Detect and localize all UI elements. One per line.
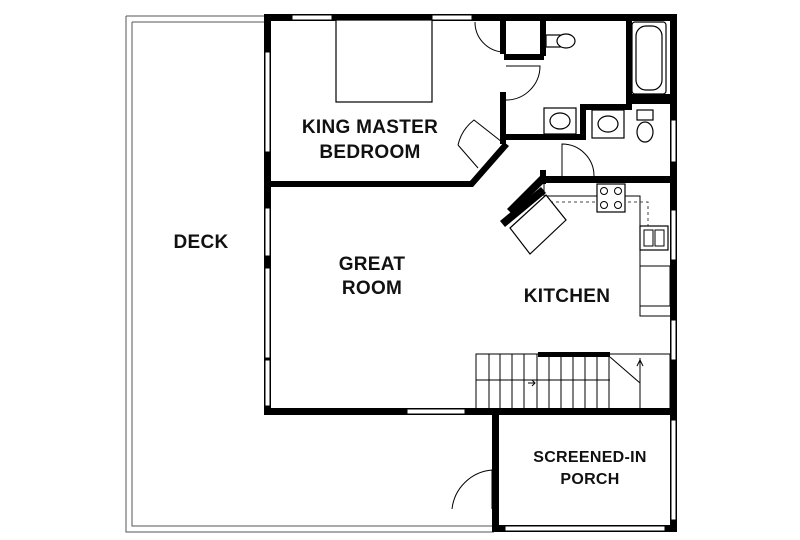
master-bedroom-label-line1: KING MASTER xyxy=(302,117,438,138)
master-bedroom-label-line2: BEDROOM xyxy=(319,142,420,163)
bedroom-door xyxy=(457,119,503,169)
deck-area xyxy=(125,15,494,533)
bath-door xyxy=(505,65,595,177)
great-room-label-line1: GREAT xyxy=(339,254,406,275)
kitchen-walls xyxy=(507,176,670,214)
kitchen-label: KITCHEN xyxy=(524,286,611,307)
porch-door xyxy=(451,469,493,510)
toilet-icon xyxy=(545,33,576,49)
master-bedroom-walls xyxy=(264,14,509,187)
staircase xyxy=(475,352,671,410)
king-bed xyxy=(335,19,433,103)
porch-label-line1: SCREENED-IN xyxy=(533,449,647,466)
closet-door xyxy=(474,21,503,53)
bathtub-icon xyxy=(631,21,667,95)
toilet-icon-2 xyxy=(636,109,654,143)
windows xyxy=(264,14,677,532)
sink-icon xyxy=(543,107,577,135)
porch-label-line2: PORCH xyxy=(560,471,619,488)
sink-icon-2 xyxy=(591,109,625,139)
deck-label: DECK xyxy=(173,232,228,253)
great-room-label-line2: ROOM xyxy=(342,278,402,299)
kitchen-island xyxy=(500,187,567,255)
